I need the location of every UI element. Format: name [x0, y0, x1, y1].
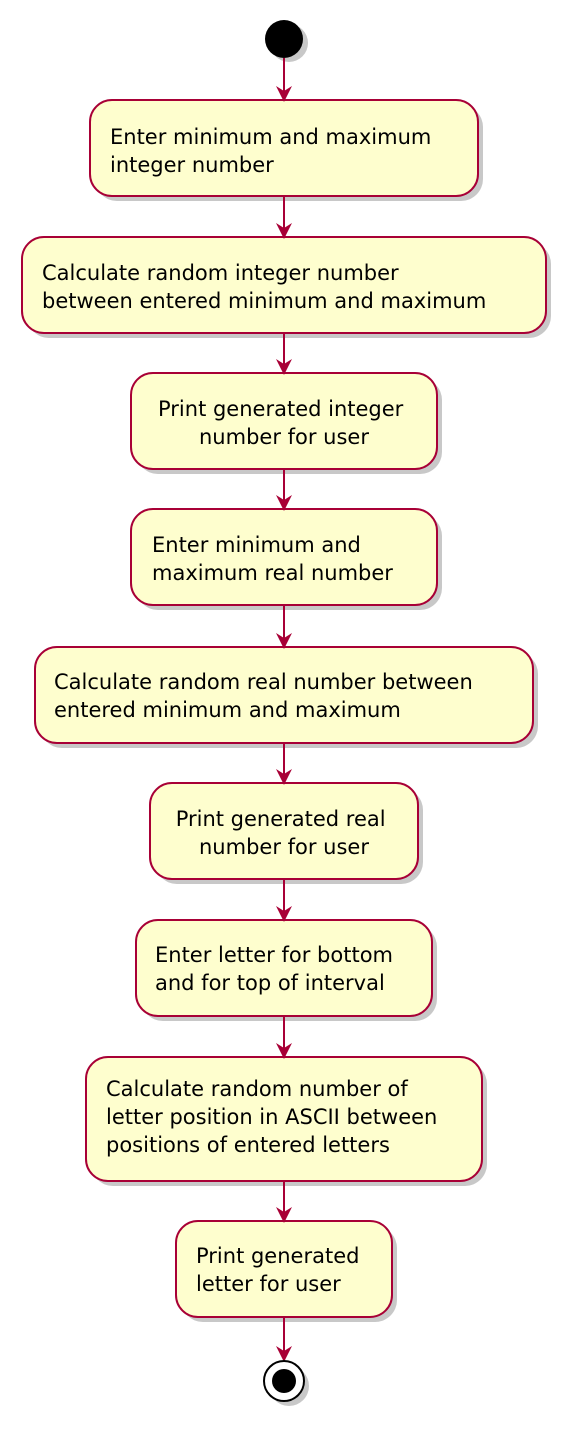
- step-text-line: Enter minimum and maximum: [110, 125, 431, 149]
- svg-text:Enter minimum and maximum: Enter minimum and maximum integer number: [110, 125, 438, 177]
- step-text-line: positions of entered letters: [106, 1133, 390, 1157]
- activity-step-print-letter: Print generated letter for user: [175, 1220, 397, 1322]
- step-text-line: integer number: [110, 153, 274, 177]
- activity-step-enter-real-range: Enter minimum and maximum real number: [130, 508, 442, 610]
- activity-step-enter-integer-range: Enter minimum and maximum integer number: [89, 99, 483, 201]
- step-text-line: Print generated real: [176, 807, 386, 831]
- svg-text:Print generated letter f: Print generated letter for user: [196, 1244, 366, 1296]
- step-text-line: Enter minimum and: [152, 533, 361, 557]
- start-node: [265, 20, 303, 58]
- svg-text:Enter minimum and maximu: Enter minimum and maximum real number: [152, 533, 393, 585]
- step-text-line: and for top of interval: [155, 971, 385, 995]
- step-text-line: Print generated integer: [158, 397, 404, 421]
- step-text-line: Enter letter for bottom: [155, 943, 393, 967]
- step-text-line: Calculate random number of: [106, 1077, 408, 1101]
- step-text-line: Calculate random integer number: [42, 261, 399, 285]
- svg-text:Print generated real num: Print generated real number for user: [176, 807, 393, 859]
- step-text-line: Calculate random real number between: [54, 670, 473, 694]
- step-text-line: maximum real number: [152, 561, 393, 585]
- activity-step-print-real: Print generated real number for user: [149, 782, 423, 884]
- activity-step-print-integer: Print generated integer number for user: [130, 372, 442, 474]
- activity-step-calculate-random-integer: Calculate random integer number between …: [21, 236, 551, 338]
- step-text-line: number for user: [199, 835, 369, 859]
- step-text-line: Print generated: [196, 1244, 359, 1268]
- svg-text:Print generated integer: Print generated integer number for user: [158, 397, 410, 449]
- step-text-line: between entered minimum and maximum: [42, 289, 486, 313]
- activity-step-calculate-letter-position: Calculate random number of letter positi…: [85, 1056, 487, 1186]
- step-text-line: number for user: [199, 425, 369, 449]
- step-text-line: letter position in ASCII between: [106, 1105, 437, 1129]
- step-text-line: entered minimum and maximum: [54, 698, 401, 722]
- end-node: [272, 1369, 296, 1393]
- step-text-line: letter for user: [196, 1272, 341, 1296]
- activity-step-enter-letters: Enter letter for bottom and for top of i…: [135, 919, 437, 1021]
- activity-step-calculate-random-real: Calculate random real number between ent…: [34, 646, 538, 748]
- svg-text:Calculate random number of: Calculate random number of letter positi…: [106, 1077, 444, 1157]
- svg-text:Calculate random real number b: Calculate random real number between ent…: [54, 670, 479, 722]
- svg-text:Enter letter for bottom: Enter letter for bottom and for top of i…: [155, 943, 400, 995]
- svg-text:Calculate random integer numbe: Calculate random integer number between …: [42, 261, 486, 313]
